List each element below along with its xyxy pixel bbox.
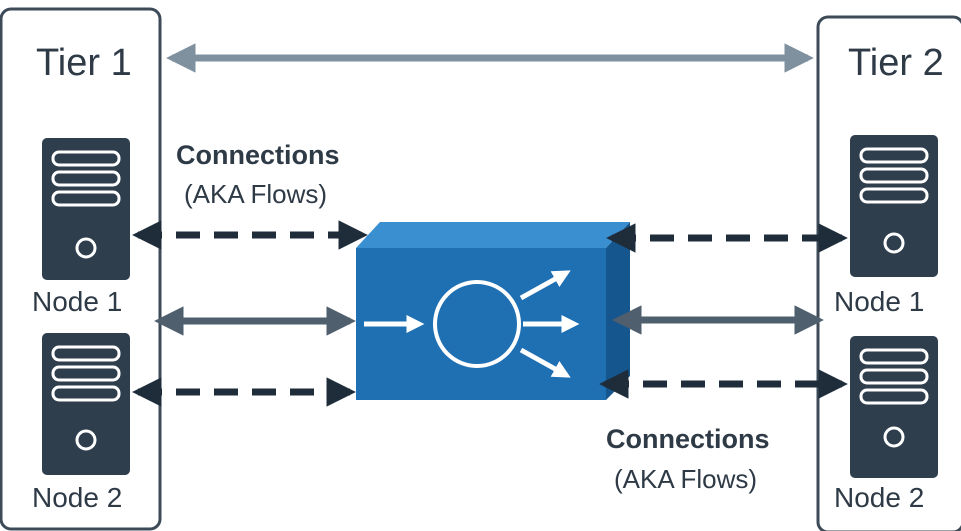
connections-top-title: Connections xyxy=(176,140,340,170)
tier-1-title: Tier 1 xyxy=(36,42,132,84)
connections-bottom-title: Connections xyxy=(606,424,770,454)
tier-2-container xyxy=(816,15,961,531)
tier-2-title: Tier 2 xyxy=(848,42,944,84)
server-icon xyxy=(42,333,130,475)
connections-top-subtitle: (AKA Flows) xyxy=(184,179,328,209)
tier-2-node-2-label: Node 2 xyxy=(834,482,925,513)
tier-1-container xyxy=(0,7,162,531)
server-icon xyxy=(850,135,938,277)
tier-1-node-1-label: Node 1 xyxy=(32,286,123,317)
connections-bottom-subtitle: (AKA Flows) xyxy=(614,464,758,494)
server-icon xyxy=(42,138,130,280)
load-balancer-icon xyxy=(356,222,630,400)
tier-1-node-2-label: Node 2 xyxy=(32,482,123,513)
tier-2-node-1-label: Node 1 xyxy=(834,286,925,317)
server-icon xyxy=(850,336,938,478)
